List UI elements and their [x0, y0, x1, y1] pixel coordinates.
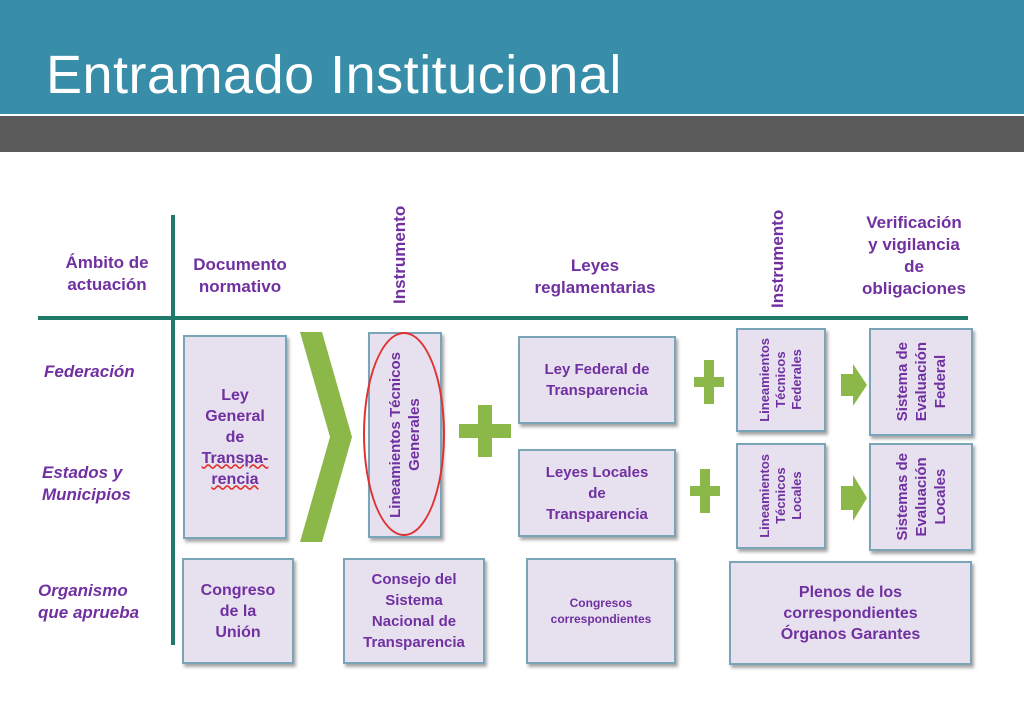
lineamientos-locales-text: Lineamientos Técnicos Locales: [757, 454, 804, 538]
box-congresos: Congresos correspondientes: [526, 558, 676, 664]
box-ley-general: Ley General de Transpa- rencia: [183, 335, 287, 539]
plus-icon: [459, 405, 511, 457]
sistemas-locales-text: Sistemas de Evaluación Locales: [893, 453, 949, 541]
sistema-federal-text: Sistema de Evaluación Federal: [893, 342, 949, 422]
header-instrumento-1: Instrumento: [390, 205, 409, 304]
title-separator: [0, 114, 1024, 116]
row-label-federacion: Federación: [44, 362, 135, 381]
row-label-rule: [171, 215, 175, 645]
arrow-right-icon: [841, 364, 867, 406]
subtitle-bar: [0, 116, 1024, 152]
box-sistema-federal: Sistema de Evaluación Federal: [869, 328, 973, 436]
row-label-estados: Estados y Municipios: [42, 463, 131, 504]
box-plenos: Plenos de los correspondientes Órganos G…: [729, 561, 972, 665]
congresos-text: Congresos correspondientes: [550, 596, 652, 626]
chevron-arrow-icon: [300, 332, 352, 542]
box-ley-federal: Ley Federal de Transparencia: [518, 336, 676, 424]
header-documento: Documento normativo: [193, 255, 287, 296]
plenos-text: Plenos de los correspondientes Órganos G…: [780, 583, 921, 643]
header-leyes: Leyes reglamentarias: [534, 256, 656, 297]
header-rule: [38, 316, 968, 320]
title-bar: [0, 0, 1024, 114]
header-ambito: Ámbito de actuación: [65, 253, 149, 294]
header-instrumento-2: Instrumento: [768, 209, 787, 308]
ley-general-text-underlined: Transpa- rencia: [201, 449, 269, 488]
ley-federal-text: Ley Federal de Transparencia: [544, 361, 650, 399]
plus-icon: [694, 360, 724, 404]
congreso-union-text: Congreso de la Unión: [200, 581, 276, 641]
highlight-oval: [363, 332, 445, 536]
consejo-text: Consejo del Sistema Nacional de Transpar…: [363, 571, 465, 651]
box-lineamientos-locales: Lineamientos Técnicos Locales: [736, 443, 826, 549]
page-title: Entramado Institucional: [46, 45, 622, 105]
plus-icon: [690, 469, 720, 513]
header-verificacion: Verificación y vigilancia de obligacione…: [862, 213, 966, 298]
ley-general-text: Ley General de: [205, 386, 265, 446]
box-lineamientos-federales: Lineamientos Técnicos Federales: [736, 328, 826, 432]
box-leyes-locales: Leyes Locales de Transparencia: [518, 449, 676, 537]
row-label-organismo: Organismo que aprueba: [38, 581, 140, 622]
leyes-locales-text: Leyes Locales de Transparencia: [545, 463, 649, 523]
box-congreso-union: Congreso de la Unión: [182, 558, 294, 664]
arrow-right-icon: [841, 475, 867, 521]
box-sistemas-locales: Sistemas de Evaluación Locales: [869, 443, 973, 551]
lineamientos-federales-text: Lineamientos Técnicos Federales: [757, 338, 804, 422]
box-consejo: Consejo del Sistema Nacional de Transpar…: [343, 558, 485, 664]
